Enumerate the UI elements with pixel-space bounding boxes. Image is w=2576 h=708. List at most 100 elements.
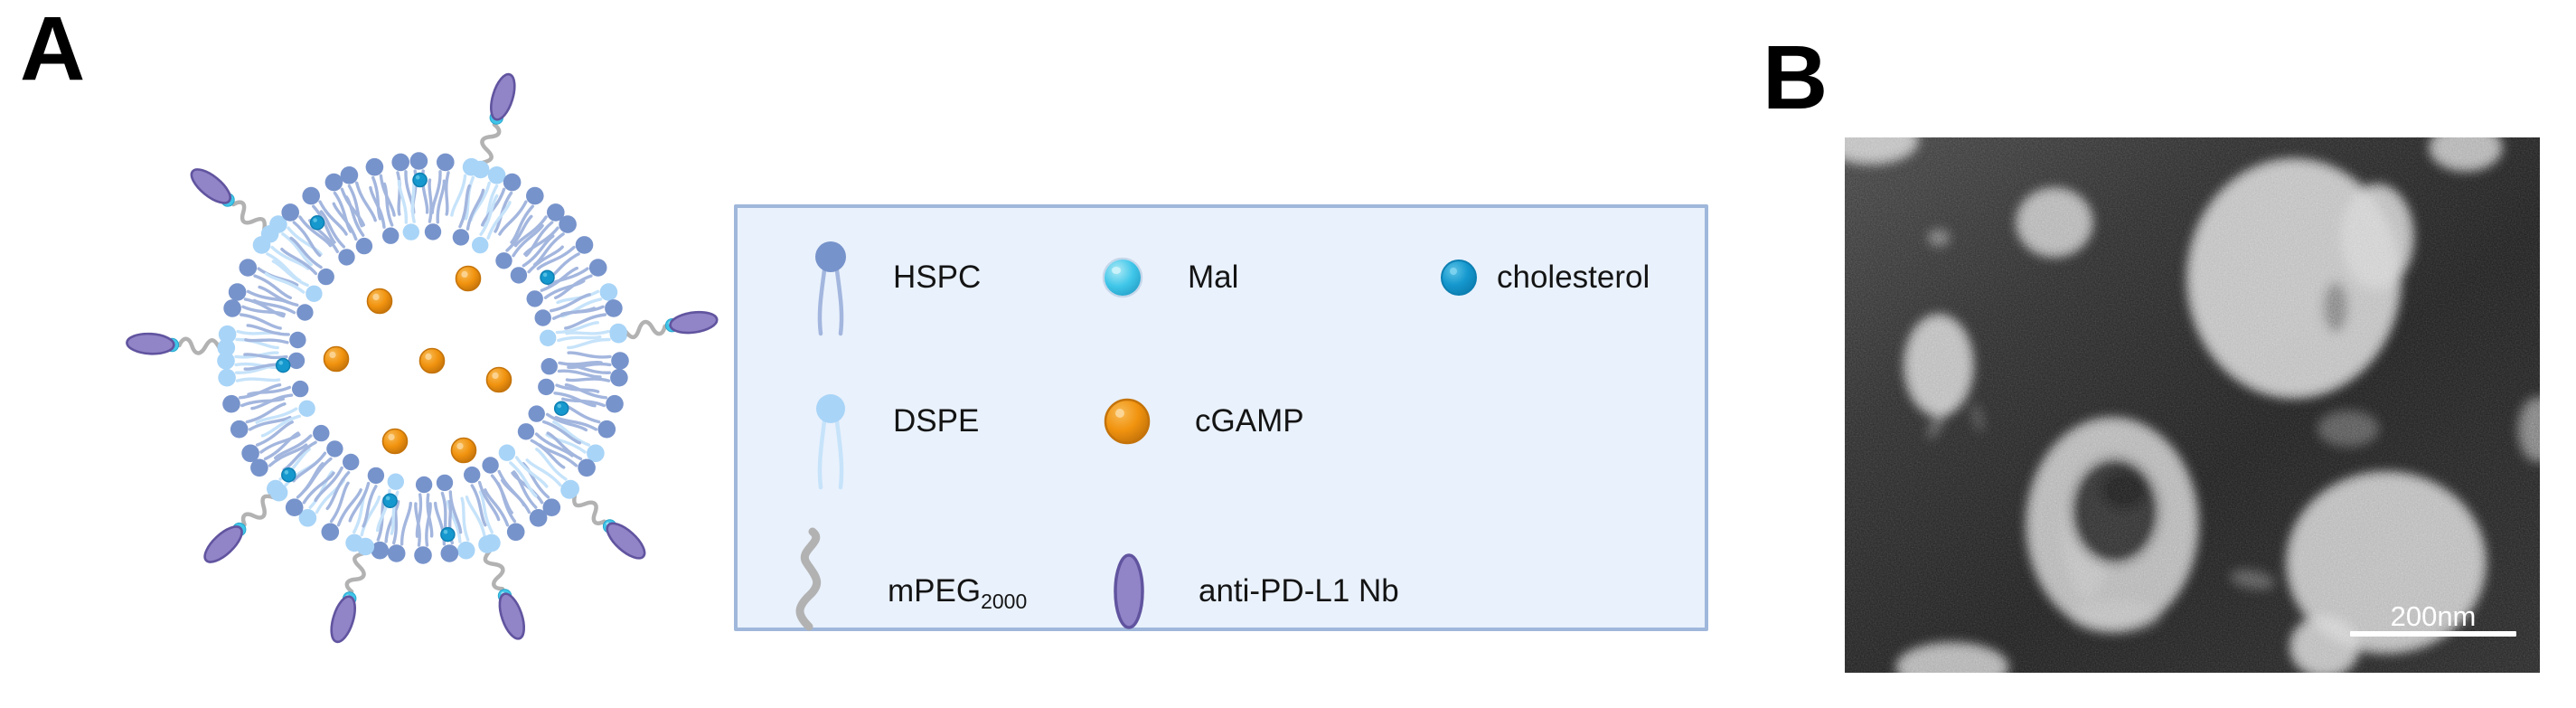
hspc-head	[597, 420, 616, 439]
legend-box: HSPC Mal cholesterol DSPE cGAMP mPEG2000…	[734, 204, 1708, 631]
dspe-label: DSPE	[893, 403, 980, 439]
mal-label: Mal	[1188, 260, 1239, 295]
dspe-head	[402, 223, 419, 241]
hspc-head	[382, 227, 400, 244]
hspc-lipid-icon	[815, 241, 846, 336]
cgamp-sphere	[455, 265, 482, 292]
hspc-head	[503, 173, 522, 192]
dspe-head	[472, 236, 489, 254]
cholesterol-dot	[281, 467, 296, 483]
hspc-head	[302, 186, 321, 205]
hspc-head	[409, 152, 428, 170]
cgamp-sphere	[323, 345, 350, 373]
cholesterol-dot	[553, 401, 569, 416]
dspe-head	[498, 444, 516, 461]
dspe-anchor-head	[471, 160, 490, 179]
tem-micrograph: 200nm	[1845, 137, 2540, 673]
anti-pdl1-nanobody	[203, 525, 243, 563]
hspc-head	[324, 173, 343, 192]
dspe-head	[587, 444, 605, 463]
hspc-head	[526, 186, 544, 205]
mpeg-label-subscript: 2000	[981, 590, 1028, 613]
dspe-head	[599, 283, 618, 301]
hspc-head	[482, 457, 499, 474]
peg-chain	[480, 122, 502, 165]
hspc-head	[414, 546, 432, 564]
cgamp-sphere	[450, 437, 477, 464]
hspc-head	[538, 378, 555, 396]
anti-pdl1-nanobody	[190, 168, 231, 204]
peg-chain	[344, 551, 366, 594]
hspc-label: HSPC	[893, 260, 982, 295]
mal-icon	[1102, 257, 1143, 298]
peg-chain	[623, 319, 667, 340]
hspc-head	[606, 394, 624, 413]
cgamp-icon	[1104, 398, 1151, 445]
hspc-head	[223, 299, 241, 317]
hspc-head	[506, 523, 525, 542]
dspe-head	[218, 368, 236, 387]
hspc-head	[285, 498, 304, 516]
hspc-head	[228, 283, 247, 301]
anti-pdl1-nanobody-icon	[1114, 553, 1144, 629]
dspe-head	[217, 352, 235, 370]
cgamp-sphere	[381, 428, 409, 455]
hspc-head	[415, 476, 433, 494]
hspc-head	[464, 466, 481, 484]
hspc-head	[510, 267, 528, 284]
dspe-head	[540, 329, 557, 346]
anti-pdl1-nanobody	[498, 592, 526, 640]
cholesterol-dot	[412, 172, 428, 188]
membrane-heads	[217, 152, 629, 564]
anti-pdl1-nanobody	[490, 72, 516, 121]
cgamp-sphere	[485, 366, 512, 393]
peg-chain	[483, 549, 505, 591]
scale-bar-label: 200nm	[2391, 600, 2477, 632]
hspc-head	[588, 259, 607, 277]
hspc-head	[367, 467, 385, 485]
hspc-head	[437, 153, 455, 172]
liposome-diagram	[126, 72, 719, 644]
cholesterol-icon	[1441, 260, 1477, 296]
hspc-head	[340, 166, 359, 184]
mpeg-label: mPEG2000	[888, 571, 1028, 613]
anti-pdl1-nanobody	[330, 595, 356, 644]
peg-chain	[177, 336, 221, 355]
hspc-head	[578, 458, 596, 477]
hspc-head	[313, 424, 330, 442]
dspe-lipid-icon	[816, 394, 845, 490]
dspe-head	[298, 509, 317, 527]
mpeg-label-base: mPEG	[888, 573, 982, 609]
dspe-head	[306, 285, 323, 302]
hspc-head	[575, 236, 594, 254]
hspc-head	[343, 453, 360, 471]
hspc-head	[230, 420, 249, 439]
cholesterol-dot	[275, 357, 291, 373]
hspc-head	[391, 153, 410, 172]
tem-grain-speckle	[1845, 137, 2540, 673]
hspc-head	[559, 215, 577, 233]
dspe-head	[456, 541, 475, 560]
hspc-head	[440, 544, 459, 562]
hspc-head	[355, 237, 373, 255]
cgamp-sphere	[366, 288, 393, 315]
dspe-head	[387, 473, 404, 490]
hspc-head	[541, 358, 558, 375]
dspe-anchor-head	[217, 338, 236, 357]
cgamp-label: cGAMP	[1195, 403, 1304, 439]
membrane-tails	[234, 169, 612, 547]
mpeg-chain-icon	[795, 527, 822, 631]
hspc-head	[289, 331, 306, 349]
hspc-head	[547, 203, 565, 222]
hspc-head	[317, 268, 334, 286]
dspe-anchor-head	[356, 537, 375, 556]
cholesterol-label: cholesterol	[1497, 260, 1650, 295]
membrane-extras	[275, 172, 569, 543]
hspc-head	[287, 352, 306, 370]
cholesterol-dot	[382, 493, 398, 509]
hspc-head	[529, 509, 548, 527]
dspe-head	[298, 400, 315, 417]
hspc-head	[281, 203, 300, 222]
panel-a-label: A	[20, 0, 87, 99]
